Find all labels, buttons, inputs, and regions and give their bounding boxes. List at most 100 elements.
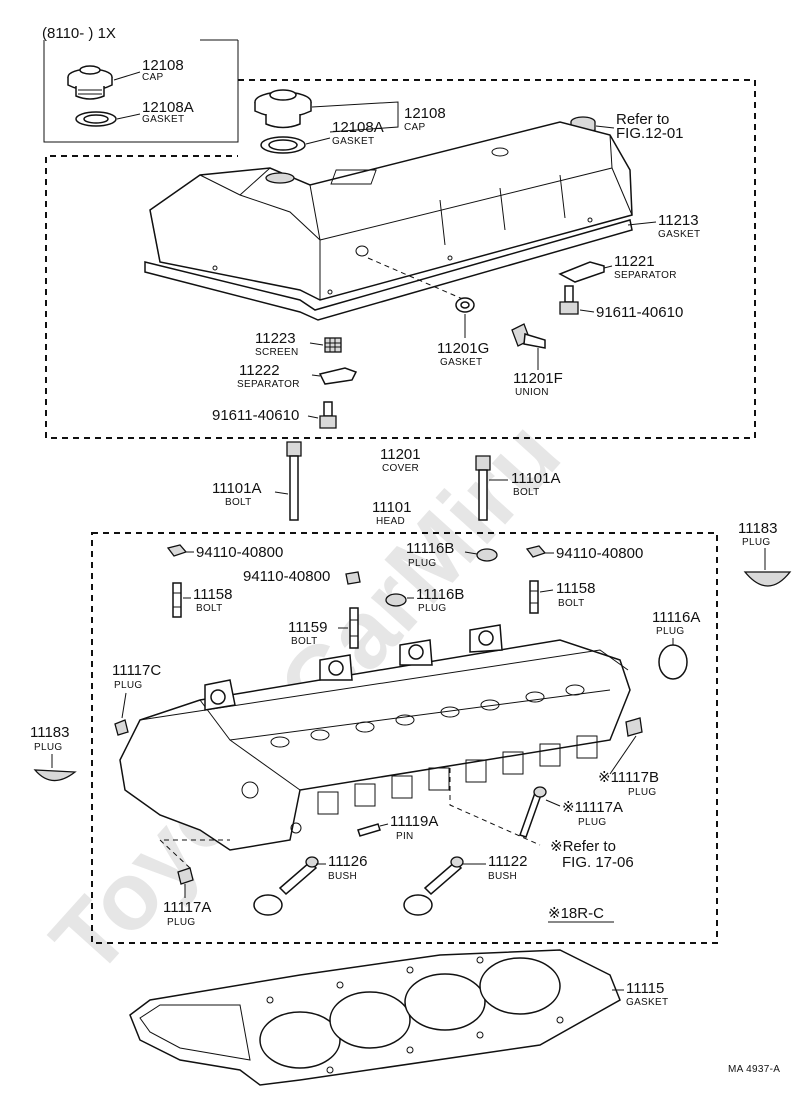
label-plug-117a-star-desc: PLUG bbox=[578, 817, 606, 828]
label-refer-fig12-line2: FIG.12-01 bbox=[616, 125, 684, 142]
label-plug-b-mid-no: 11116B bbox=[416, 586, 464, 603]
cover-group-boundary bbox=[45, 79, 756, 439]
label-gasket-g-no: 11201G bbox=[437, 340, 489, 357]
label-gasket-g-desc: GASKET bbox=[440, 357, 482, 368]
label-head-gasket-desc: GASKET bbox=[626, 997, 668, 1008]
label-stud-mid-desc: BOLT bbox=[291, 636, 318, 647]
label-bolt-a-left-no: 11101A bbox=[212, 480, 262, 497]
label-union-desc: UNION bbox=[515, 387, 549, 398]
label-bolt-a-right-desc: BOLT bbox=[513, 487, 540, 498]
head-group-boundary bbox=[91, 532, 718, 944]
cap-gasket-part bbox=[260, 136, 306, 154]
separator-left-part bbox=[318, 367, 358, 385]
label-plug-left-desc: PLUG bbox=[34, 742, 62, 753]
label-plug-right-desc: PLUG bbox=[742, 537, 770, 548]
label-plug-c-desc: PLUG bbox=[114, 680, 142, 691]
label-bush-right-desc: BUSH bbox=[488, 871, 517, 882]
label-cover-desc: COVER bbox=[382, 463, 419, 474]
separator-right-part bbox=[558, 261, 605, 283]
bush-11122-part bbox=[403, 856, 464, 916]
label-refer-fig12-line1: Refer to bbox=[616, 111, 669, 128]
label-plug-left-no: 11183 bbox=[30, 724, 70, 741]
label-pin-desc: PIN bbox=[396, 831, 414, 842]
plug-11117c-part bbox=[114, 719, 129, 736]
label-cap-gasket-no: 12108A bbox=[332, 119, 384, 136]
label-head-desc: HEAD bbox=[376, 516, 405, 527]
gasket-11201g-part bbox=[455, 297, 475, 313]
label-separator-l-desc: SEPARATOR bbox=[237, 379, 300, 390]
label-screen-desc: SCREEN bbox=[255, 347, 298, 358]
stud-11159-part bbox=[349, 607, 359, 649]
plug-11117a-star-part bbox=[519, 786, 547, 838]
label-nut1-no: 94110-40800 bbox=[196, 544, 283, 561]
label-bolt-a-right-no: 11101A bbox=[511, 470, 561, 487]
label-plug-117b-desc: PLUG bbox=[628, 787, 656, 798]
label-union-no: 11201F bbox=[513, 370, 563, 387]
label-plug-b-top-no: 11116B bbox=[406, 540, 454, 557]
plug-11116a-part bbox=[658, 644, 688, 680]
label-bolt-l-no: 91611-40610 bbox=[212, 407, 299, 424]
screen-part bbox=[324, 337, 342, 353]
head-gasket-part bbox=[129, 949, 621, 1086]
label-inset-gasket-desc: GASKET bbox=[142, 114, 184, 125]
stud-11158-right-part bbox=[529, 580, 539, 614]
label-stud-right-no: 11158 bbox=[556, 580, 596, 597]
label-plug-117a-star-no: ※11117A bbox=[562, 799, 623, 816]
label-cap-desc: CAP bbox=[404, 122, 425, 133]
label-screen-no: 11223 bbox=[255, 330, 296, 347]
head-bolt-left-part bbox=[286, 441, 302, 521]
label-separator-r-desc: SEPARATOR bbox=[614, 270, 677, 281]
label-bush-left-no: 11126 bbox=[328, 853, 368, 870]
label-stud-left-desc: BOLT bbox=[196, 603, 223, 614]
inset-header: (8110- ) 1X bbox=[42, 25, 116, 42]
bolt-right-part bbox=[559, 285, 579, 315]
inset-cap-part bbox=[67, 65, 113, 100]
label-cover-gasket-no: 11213 bbox=[658, 212, 699, 229]
label-inset-cap-desc: CAP bbox=[142, 72, 163, 83]
label-refer-fig17-line2: FIG. 17-06 bbox=[562, 854, 634, 871]
label-plug-117a-no: 11117A bbox=[163, 899, 211, 916]
label-plug-b-mid-desc: PLUG bbox=[418, 603, 446, 614]
label-cap-no: 12108 bbox=[404, 105, 446, 122]
label-plug-c-no: 11117C bbox=[112, 662, 161, 679]
figure-code: MA 4937-A bbox=[728, 1064, 780, 1075]
oil-filler-cap-part bbox=[254, 89, 312, 129]
label-stud-mid-no: 11159 bbox=[288, 619, 328, 636]
label-bolt-a-left-desc: BOLT bbox=[225, 497, 252, 508]
nut-3-part bbox=[525, 545, 547, 558]
plug-11116b-top-part bbox=[476, 548, 498, 562]
label-plug-right-no: 11183 bbox=[738, 520, 778, 537]
label-cover-gasket-desc: GASKET bbox=[658, 229, 700, 240]
label-nut2-no: 94110-40800 bbox=[243, 568, 330, 585]
union-part bbox=[511, 323, 546, 349]
label-nut3-no: 94110-40800 bbox=[556, 545, 643, 562]
inset-box: (8110- ) 1X 12108 CAP 12108A GASKET bbox=[42, 25, 239, 143]
label-inset-cap-no: 12108 bbox=[142, 57, 184, 74]
label-bush-right-no: 11122 bbox=[488, 853, 528, 870]
label-plug-b-top-desc: PLUG bbox=[408, 558, 436, 569]
stud-11158-left-part bbox=[172, 582, 182, 618]
head-bolt-right-part bbox=[475, 455, 491, 521]
cylinder-head-part bbox=[119, 624, 631, 851]
label-cover-no: 11201 bbox=[380, 446, 421, 463]
inset-gasket-part bbox=[75, 111, 117, 127]
label-plug-117a-desc: PLUG bbox=[167, 917, 195, 928]
label-plug-117b-no: ※11117B bbox=[598, 769, 659, 786]
label-inset-gasket-no: 12108A bbox=[142, 99, 194, 116]
plug-11183-right-part bbox=[743, 571, 792, 587]
pin-11119a-part bbox=[357, 823, 381, 837]
plug-11183-left-part bbox=[33, 769, 77, 782]
plug-11117b-part bbox=[625, 717, 643, 737]
label-head-gasket-no: 11115 bbox=[626, 980, 664, 997]
nut-1-part bbox=[166, 544, 188, 557]
bush-11126-part bbox=[253, 856, 319, 916]
label-separator-r-no: 11221 bbox=[614, 253, 655, 270]
bolt-left-part bbox=[319, 401, 337, 429]
label-refer-fig17-line1: ※Refer to bbox=[550, 838, 616, 855]
label-head-no: 11101 bbox=[372, 499, 412, 516]
label-stud-left-no: 11158 bbox=[193, 586, 233, 603]
label-stud-right-desc: BOLT bbox=[558, 598, 585, 609]
nut-2-part bbox=[345, 571, 361, 585]
